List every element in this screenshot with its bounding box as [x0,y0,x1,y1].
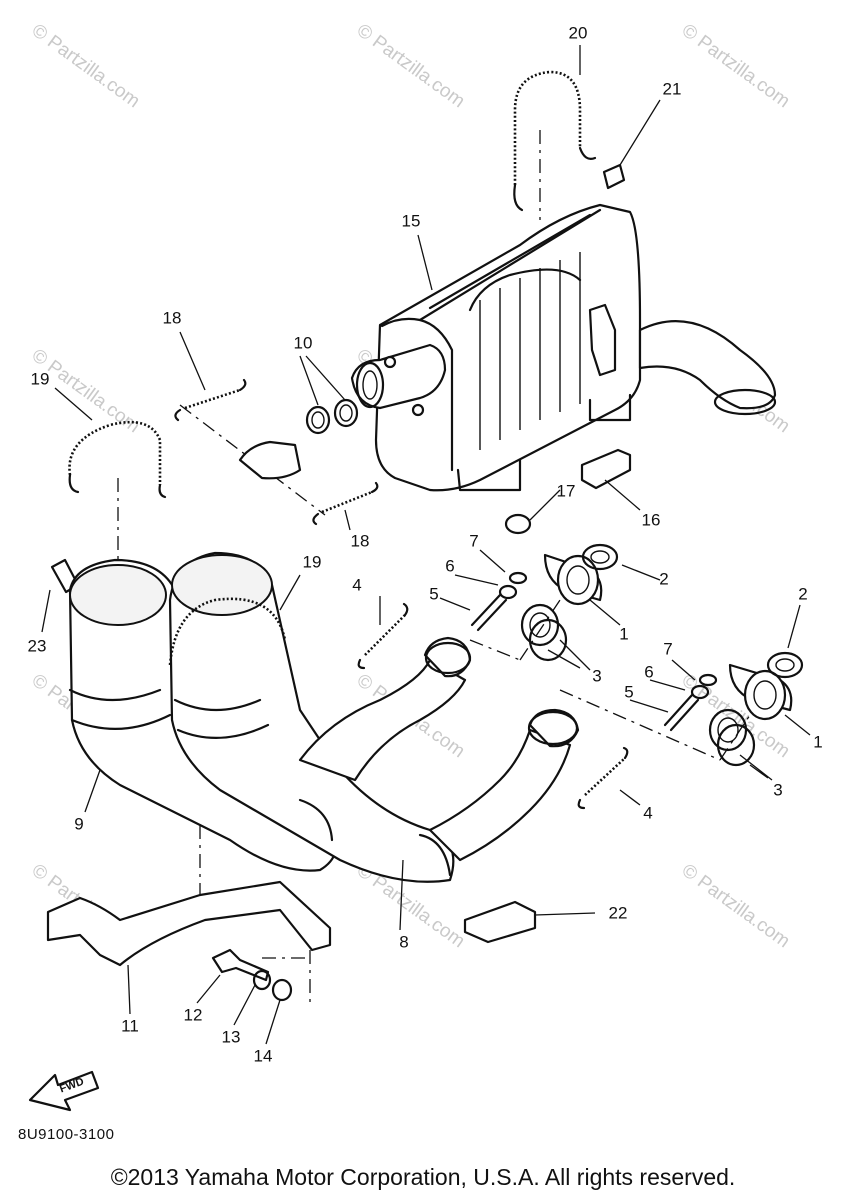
callout-20: 20 [568,23,588,43]
damper-22 [463,900,537,944]
callout-12: 12 [183,1005,203,1025]
diagram-code: 8U9100-3100 [18,1126,115,1143]
callout-15: 15 [401,211,421,231]
spring-18-lower [321,490,373,514]
spring-19-left [68,420,162,485]
callout-9: 9 [74,814,84,834]
grommet-17 [504,513,532,535]
callout-1-upper: 1 [619,624,629,644]
muffler-15 [350,203,777,492]
callout-19-center: 19 [302,552,322,572]
flange-set-upper [470,543,619,662]
collector-joint [238,440,302,480]
bracket-21 [602,163,626,190]
callout-4-lower: 4 [643,803,653,823]
callout-5-upper: 5 [429,584,439,604]
callout-10: 10 [293,333,313,353]
callout-8: 8 [399,932,409,952]
spring-18-upper [184,388,241,410]
callout-2-lower: 2 [798,584,808,604]
copyright-notice: ©2013 Yamaha Motor Corporation, U.S.A. A… [110,1164,736,1190]
callout-3-upper: 3 [592,666,602,686]
callout-5-lower: 5 [624,682,634,702]
callout-17: 17 [556,481,576,501]
callout-7-lower: 7 [663,639,673,659]
exhaust-pipe-assembly [68,551,580,883]
hardware-12-13-14 [211,948,293,1002]
callout-3-lower: 3 [773,780,783,800]
spring-20 [513,70,597,212]
damper-16 [580,448,632,490]
callout-4-upper: 4 [352,575,362,595]
callout-7-upper: 7 [469,531,479,551]
callout-16: 16 [641,510,661,530]
callout-11: 11 [121,1016,139,1036]
callout-6-lower: 6 [644,662,654,682]
stay-11 [46,880,332,967]
callout-18-upper: 18 [162,308,182,328]
gaskets-10 [305,398,359,435]
callout-22: 22 [608,903,628,923]
callout-19-left: 19 [30,369,50,389]
spring-4-lower [584,757,626,796]
forward-arrow-icon [28,1070,100,1112]
callout-1-lower: 1 [813,732,823,752]
callout-23: 23 [27,636,47,656]
flange-set-lower [663,651,804,767]
callout-21: 21 [662,79,682,99]
callout-14: 14 [253,1046,273,1066]
spring-4-upper [364,614,406,656]
spring-19-center [168,597,287,666]
callout-2-upper: 2 [659,569,669,589]
callout-13: 13 [221,1027,241,1047]
callout-18-lower: 18 [350,531,370,551]
callout-6-upper: 6 [445,556,455,576]
